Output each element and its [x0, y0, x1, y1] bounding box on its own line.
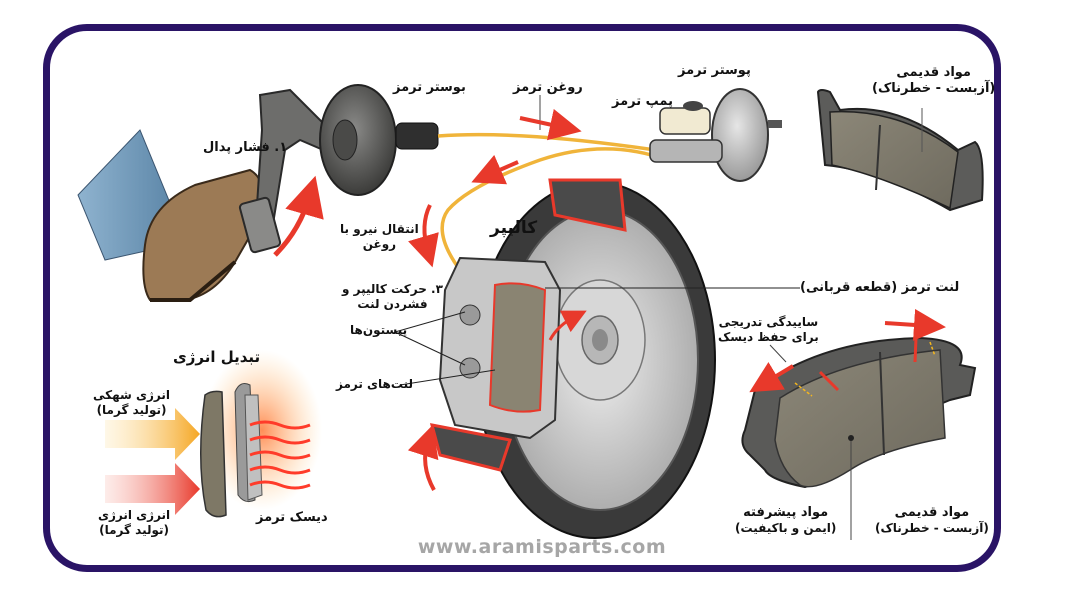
- label-advanced-material: مواد پیشرفته (ایمن و باکیفیت): [735, 505, 837, 536]
- label-kinetic-energy: انرژی شهکی (تولید گرما): [93, 388, 171, 417]
- pedal-arrow: [273, 175, 324, 257]
- disc-rotation-arrow: [548, 310, 587, 341]
- label-booster-top: پوستر ترمز: [678, 63, 751, 78]
- caliper: [438, 256, 562, 440]
- fluid-arrow-left: [471, 154, 519, 185]
- watermark: www.aramisparts.com: [417, 536, 667, 558]
- label-brake-booster: بوستر ترمز: [393, 80, 466, 95]
- brake-pad-detail: [741, 336, 977, 540]
- label-caliper-move: ۳. حرکت کالیپر و فشردن لنت: [342, 282, 443, 311]
- label-pedal-press: ۱. فشار پدال: [203, 140, 288, 155]
- force-arrow-down: [408, 204, 439, 268]
- wheel-rotation-arrow: [407, 424, 439, 491]
- label-energy-conversion: تبدیل انرژی: [173, 348, 261, 366]
- wear-arrow-right: [884, 308, 946, 341]
- label-brake-fluid: روغن ترمز: [513, 80, 583, 95]
- leg-and-shoe: [77, 129, 265, 302]
- fluid-arrow-right: [519, 108, 582, 141]
- brake-booster: [319, 84, 439, 196]
- label-caliper: کالیپر: [490, 218, 538, 238]
- label-brake-pads: لنت‌های ترمز: [336, 377, 413, 391]
- label-force-transfer: انتقال نیرو با روغن: [340, 222, 419, 251]
- label-brake-pump: پمپ ترمز: [612, 94, 673, 109]
- label-old-material-bottom: مواد قدیمی (آزبست - خطرناک): [875, 505, 989, 536]
- label-old-material-top: مواد قدیمی (آزبست - خطرناک): [872, 65, 996, 97]
- label-pad-sacrificial: لنت ترمز (قطعه قربانی): [800, 280, 960, 295]
- label-pistons: پیستون‌ها: [350, 323, 408, 337]
- master-cylinder: [649, 88, 782, 182]
- label-energy: انرژی انرژی (تولید گرما): [98, 508, 171, 537]
- caliper-leader-lines: [394, 287, 800, 386]
- label-gradual-wear: ساییدگی تدریجی برای حفظ دیسک: [718, 315, 819, 344]
- energy-conversion-graphic: [105, 350, 322, 518]
- old-brake-pad-top: [816, 89, 984, 212]
- wear-leader-line: [769, 344, 787, 363]
- label-brake-disc: دیسک ترمز: [256, 510, 328, 525]
- wear-arrow-left: [749, 362, 795, 393]
- brake-pedal: [238, 88, 342, 254]
